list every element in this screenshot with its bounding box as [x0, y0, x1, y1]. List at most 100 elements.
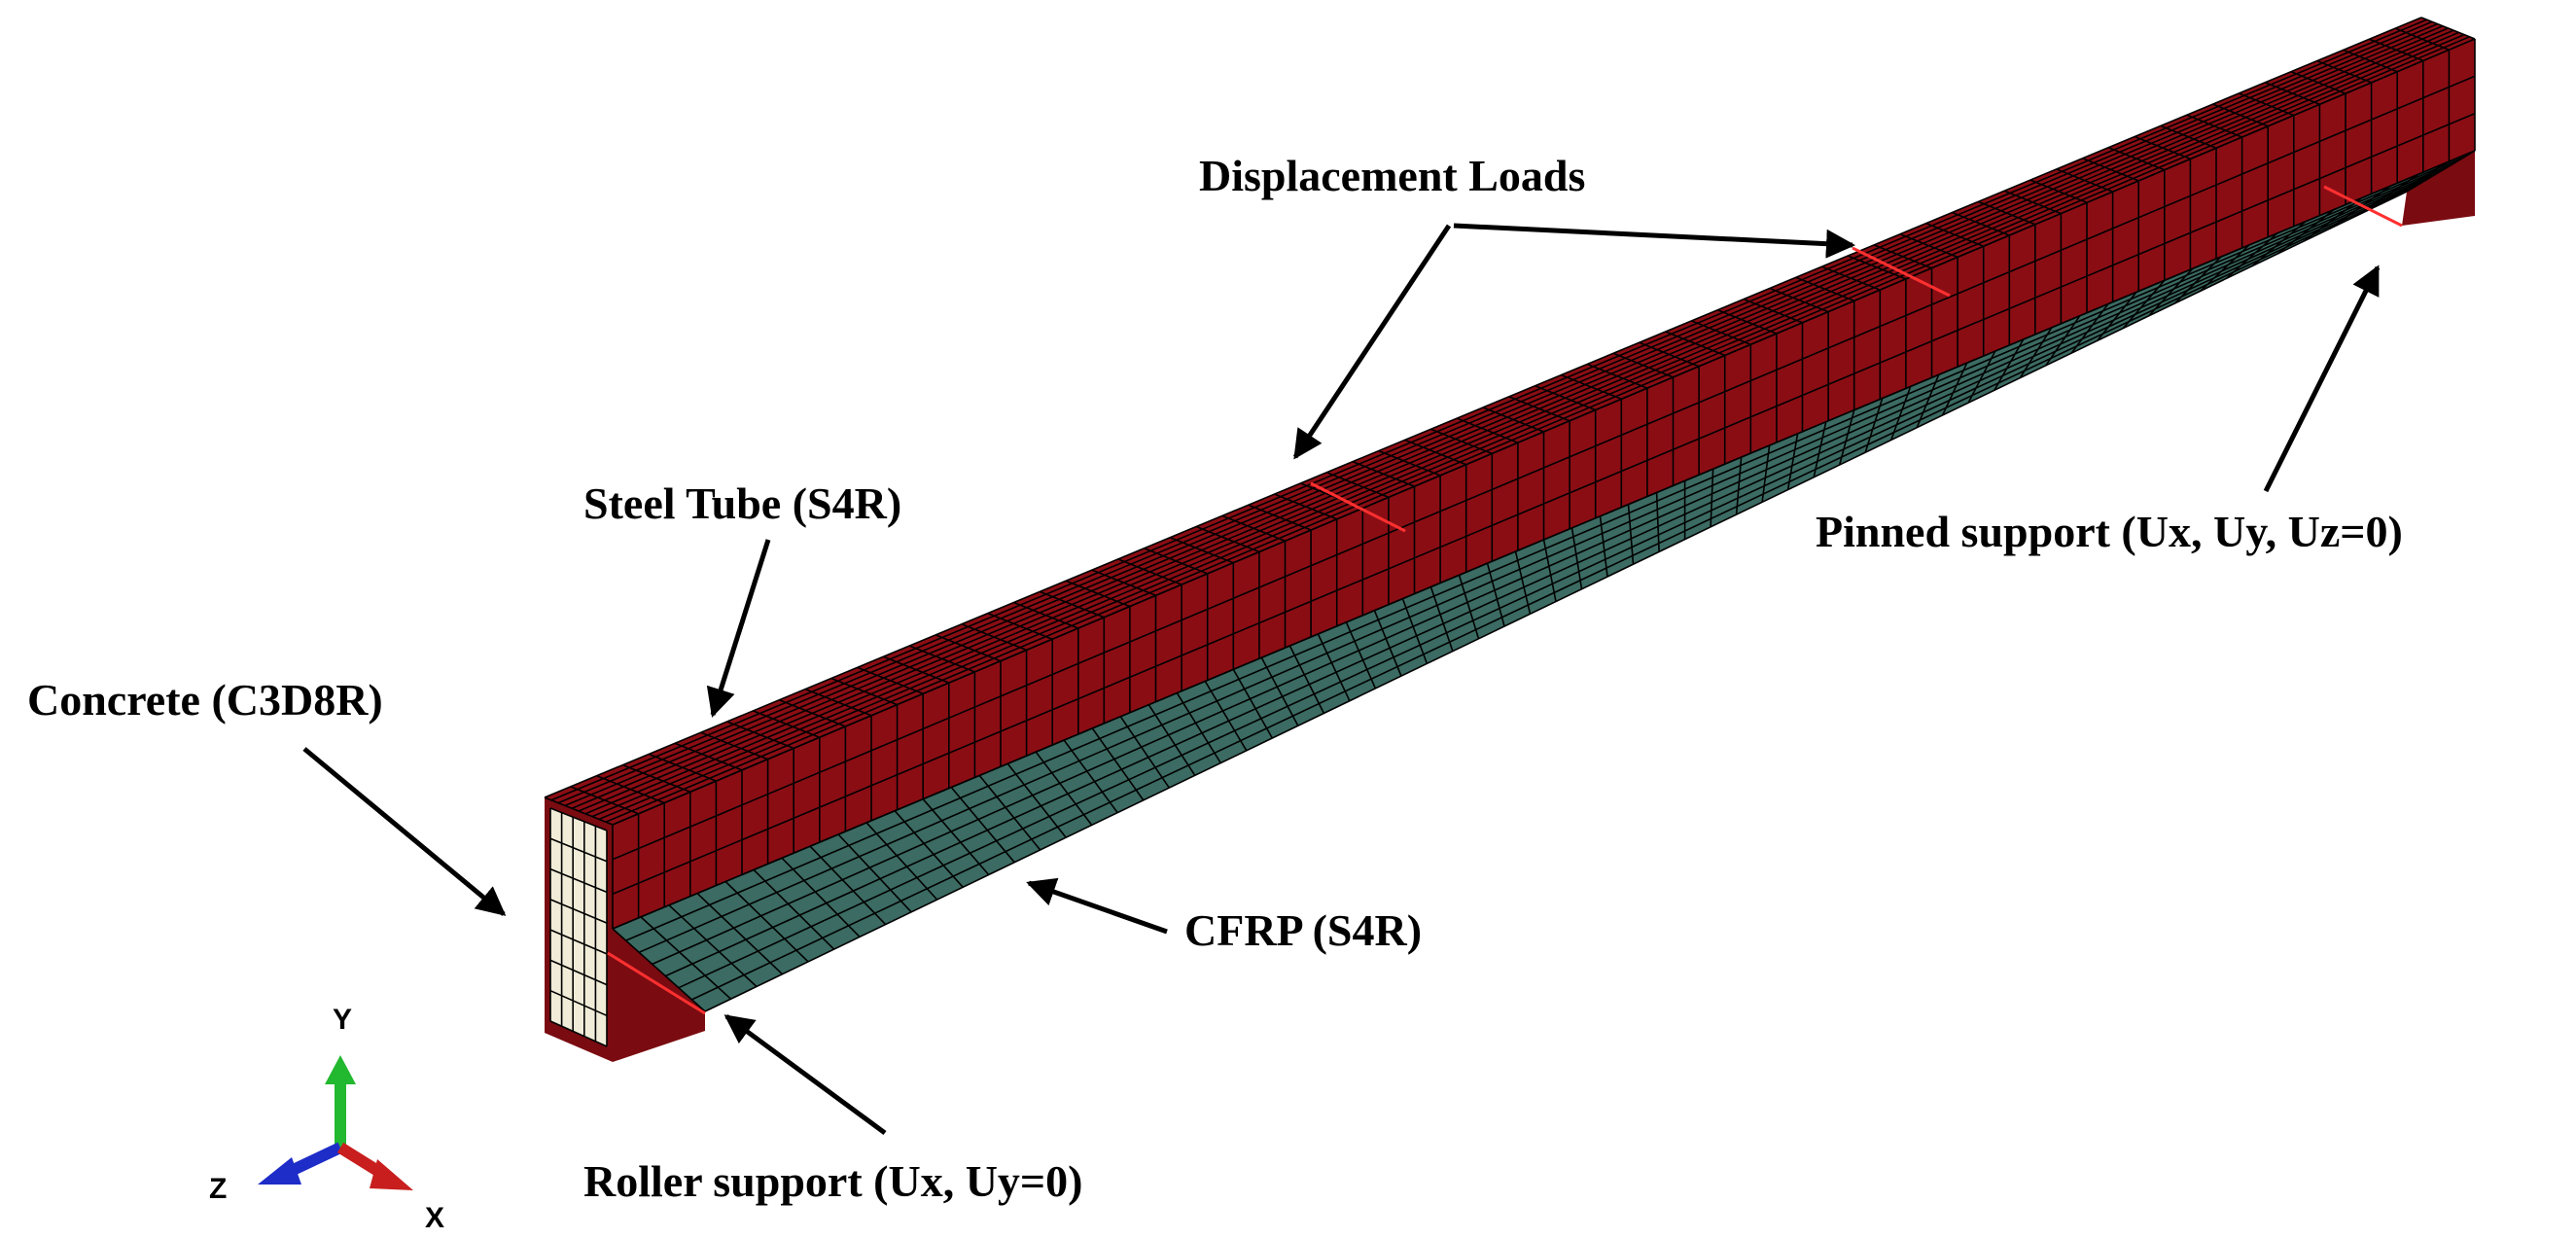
concrete-end-mesh-line [549, 959, 608, 986]
cfrp-side-mesh-line [1035, 751, 1093, 826]
steel-top-mesh-line [584, 29, 2454, 815]
cfrp-side-mesh-line [612, 150, 2476, 930]
cfrp-side-face [613, 151, 2475, 1011]
label-cfrp: CFRP (S4R) [1184, 905, 1422, 955]
label-concrete: Concrete (C3D8R) [27, 675, 383, 725]
steel-top-mesh-line [598, 33, 2465, 821]
cfrp-side-mesh-line [1232, 668, 1273, 739]
cfrp-side-mesh-line [678, 179, 2427, 989]
arrow-cfrp [1026, 877, 1168, 935]
cfrp-side-mesh-line [922, 798, 990, 876]
cfrp-side-mesh-line [1458, 575, 1480, 640]
cfrp-side-mesh-line [612, 928, 706, 1012]
cfrp-side-mesh-line [950, 786, 1015, 864]
concrete-end-face [550, 808, 607, 1046]
concrete-end-mesh-line [549, 899, 608, 924]
cfrp-side-mesh-line [1838, 409, 1855, 466]
cfrp-side-mesh-line [640, 916, 732, 1000]
cfrp-side-mesh-line [1373, 610, 1402, 677]
concrete-end-mesh-line [549, 867, 608, 894]
cfrp-side-mesh-line [1063, 739, 1118, 814]
cfrp-side-mesh-line [1967, 350, 1996, 404]
x-axis-arrowhead [370, 1159, 413, 1190]
cfrp-side-mesh-line [1486, 562, 1505, 627]
cfrp-side-mesh-line [1542, 539, 1557, 602]
cfrp-side-mesh-line [638, 161, 2456, 954]
cfrp-side-mesh-line [1429, 586, 1454, 652]
y-axis-label: Y [333, 1004, 352, 1036]
label-pinned-support: Pinned support (Ux, Uy, Uz=0) [1816, 507, 2403, 556]
cfrp-side-mesh-line [1735, 457, 1743, 515]
displacement-load-line-2 [1852, 246, 1951, 298]
leader-arrows [302, 223, 2381, 1136]
cfrp-side-mesh-line [1401, 598, 1429, 664]
cfrp-side-mesh-line [1710, 469, 1714, 527]
cfrp-side-mesh-line [1514, 550, 1532, 615]
cfrp-side-mesh-line [1317, 633, 1351, 702]
cfrp-side-mesh-line [1761, 444, 1771, 503]
cfrp-side-mesh-line [1119, 716, 1170, 789]
pinned-support-line [2323, 185, 2403, 228]
concrete-end-mesh-line [549, 989, 608, 1017]
cfrp-side-mesh-line [1627, 504, 1635, 565]
beam-model [544, 17, 2476, 1062]
cfrp-side-mesh-line [1864, 398, 1884, 453]
arrow-roller-support [723, 1013, 887, 1136]
steel-top-mesh-line [564, 22, 2438, 807]
arrow-pinned-support [2263, 265, 2381, 493]
cfrp-side-mesh-line [1570, 527, 1583, 589]
cfrp-side-mesh-line [691, 185, 2417, 1001]
steel-side-mesh-line [612, 75, 2476, 861]
displacement-load-line-1 [1310, 481, 1406, 533]
cfrp-side-mesh-line [1288, 645, 1325, 714]
x-axis-label: X [425, 1202, 444, 1234]
cfrp-side-mesh-line [753, 868, 835, 950]
cfrp-side-mesh-line [781, 857, 861, 937]
cfrp-side-mesh-line [1204, 681, 1248, 752]
arrow-displacement-load-1 [1292, 224, 1452, 460]
steel-top-mesh-line [550, 18, 2427, 801]
label-steel-tube: Steel Tube (S4R) [583, 478, 901, 528]
cfrp-side-mesh-line [724, 880, 809, 963]
arrow-concrete [302, 747, 507, 916]
y-axis-arrowhead [325, 1055, 356, 1084]
cfrp-side-mesh-line [1147, 704, 1196, 776]
z-axis-label: Z [209, 1173, 227, 1205]
steel-tube-lower-strip [613, 929, 705, 1062]
steel-top-mesh-line [591, 31, 2459, 818]
steel-top-mesh-line [557, 20, 2433, 804]
cfrp-side-mesh-line [664, 173, 2437, 977]
cfrp-side-mesh-line [1786, 433, 1799, 490]
label-displacement-loads: Displacement Loads [1199, 151, 1585, 200]
cfrp-side-mesh-line [1345, 621, 1377, 690]
cfrp-side-mesh-line [1260, 656, 1299, 726]
cfrp-side-mesh-line [809, 845, 887, 926]
steel-top-mesh-line [571, 25, 2444, 809]
concrete-end-mesh-line [549, 929, 608, 955]
cfrp-side-mesh-line [1176, 692, 1221, 763]
cfrp-side-mesh-line [1813, 421, 1827, 478]
steel-top-mesh-line [578, 27, 2449, 812]
cfrp-side-mesh-line [1091, 727, 1145, 801]
cfrp-side-mesh-line [652, 167, 2447, 966]
cfrp-side-mesh-line [1655, 492, 1660, 552]
steel-tube-far-end [2402, 151, 2475, 226]
coordinate-axes-triad: Y Z X [209, 1004, 444, 1234]
concrete-end-mesh-line [549, 837, 608, 863]
cfrp-side-mesh-line [1941, 362, 1968, 416]
z-axis-arrowhead [258, 1157, 301, 1185]
mesh-grid [544, 17, 2476, 1047]
steel-side-mesh-line [612, 112, 2476, 896]
cfrp-side-mesh-line [696, 893, 784, 975]
cfrp-side-mesh-line [1889, 386, 1912, 441]
cfrp-side-mesh-line [837, 833, 912, 913]
arrow-steel-tube [706, 539, 771, 718]
concrete-end-mesh-line [549, 1020, 608, 1047]
steel-top-mesh-line [544, 17, 2422, 798]
cfrp-side-mesh-line [625, 156, 2466, 941]
steel-side-mesh-line [612, 38, 2476, 826]
cfrp-side-mesh-line [894, 810, 964, 888]
z-axis-arrow [284, 1142, 343, 1179]
roller-support-line [607, 951, 706, 1015]
